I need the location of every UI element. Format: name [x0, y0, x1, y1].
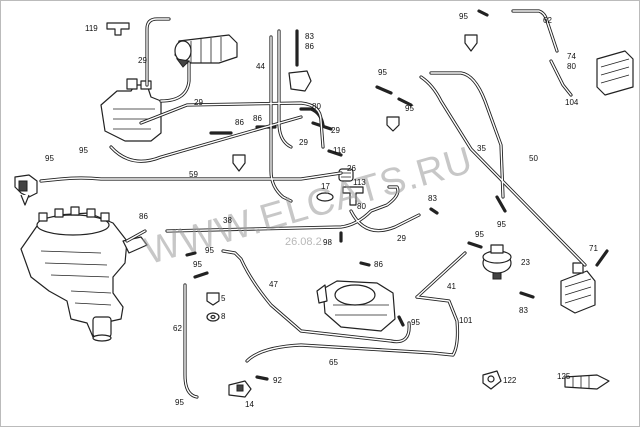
callout-41: 41 — [447, 282, 456, 291]
callout-83: 83 — [305, 32, 314, 41]
callout-29: 29 — [331, 126, 340, 135]
fitting-5 — [206, 292, 220, 306]
callout-95: 95 — [79, 146, 88, 155]
callout-14: 14 — [245, 400, 254, 409]
callout-98: 98 — [323, 238, 332, 247]
callout-95: 95 — [411, 318, 420, 327]
check-valve-17 — [316, 192, 334, 202]
callout-92: 92 — [273, 376, 282, 385]
callout-50: 50 — [529, 154, 538, 163]
callout-95: 95 — [175, 398, 184, 407]
callout-95: 95 — [475, 230, 484, 239]
callout-95: 95 — [205, 246, 214, 255]
callout-71: 71 — [589, 244, 598, 253]
valve-26 — [338, 168, 354, 182]
callout-86: 86 — [235, 118, 244, 127]
callout-95: 95 — [193, 260, 202, 269]
valve-14 — [228, 380, 252, 398]
callout-95: 95 — [45, 154, 54, 163]
fitting-95-left — [14, 174, 38, 206]
vacuum-module-left — [100, 78, 162, 142]
distributor-assembly — [20, 206, 148, 342]
callout-26: 26 — [347, 164, 356, 173]
tee-113 — [342, 186, 364, 206]
callout-74: 74 — [567, 52, 576, 61]
callout-104: 104 — [565, 98, 579, 107]
callout-80: 80 — [567, 62, 576, 71]
fitting-119 — [106, 22, 130, 36]
washer-8 — [206, 312, 220, 322]
callout-125: 125 — [557, 372, 571, 381]
callout-113: 113 — [353, 178, 366, 187]
callout-95: 95 — [405, 104, 414, 113]
callout-86: 86 — [253, 114, 262, 123]
vacuum-pump-central — [316, 280, 396, 332]
callout-119: 119 — [85, 24, 98, 33]
watermark-text: WWW.ELCATS.RU — [140, 139, 478, 273]
callout-83: 83 — [428, 194, 437, 203]
callout-116: 116 — [333, 146, 346, 155]
callout-65: 65 — [329, 358, 338, 367]
callout-29: 29 — [194, 98, 203, 107]
callout-5: 5 — [221, 294, 226, 303]
vacuum-unit-62-top — [596, 50, 634, 96]
callout-17: 17 — [321, 182, 330, 191]
clip-122 — [482, 370, 502, 390]
callout-95: 95 — [497, 220, 506, 229]
vacuum-module-top — [174, 34, 238, 68]
watermark-date: 26.08.2 — [285, 236, 322, 248]
actuator-71 — [560, 262, 596, 314]
callout-23: 23 — [521, 258, 530, 267]
callout-38: 38 — [223, 216, 232, 225]
callout-8: 8 — [221, 312, 226, 321]
fitting-95-small-3 — [386, 116, 400, 132]
callout-122: 122 — [503, 376, 517, 385]
callout-95: 95 — [378, 68, 387, 77]
callout-47: 47 — [269, 280, 278, 289]
callout-44: 44 — [256, 62, 265, 71]
callout-86: 86 — [305, 42, 314, 51]
hose-network-highlight — [40, 10, 586, 398]
callout-80: 80 — [357, 202, 366, 211]
callout-29: 29 — [138, 56, 147, 65]
callout-86: 86 — [374, 260, 383, 269]
callout-62: 62 — [543, 16, 552, 25]
callout-labels: 119 29 29 83 86 44 95 62 74 80 104 95 95… — [45, 12, 598, 409]
callout-29: 29 — [299, 138, 308, 147]
callout-86: 86 — [139, 212, 148, 221]
callout-59: 59 — [189, 170, 198, 179]
vacuum-sensor-23 — [482, 244, 512, 280]
callout-35: 35 — [477, 144, 486, 153]
callout-95: 95 — [459, 12, 468, 21]
valve-44 — [288, 70, 312, 92]
hose-clamp-125 — [564, 374, 610, 390]
callout-29: 29 — [397, 234, 406, 243]
callout-80: 80 — [312, 102, 321, 111]
fitting-95-small-1 — [232, 154, 246, 172]
fitting-95-small-2 — [464, 34, 478, 52]
callout-83: 83 — [519, 306, 528, 315]
callout-62: 62 — [173, 324, 182, 333]
callout-101: 101 — [459, 316, 473, 325]
